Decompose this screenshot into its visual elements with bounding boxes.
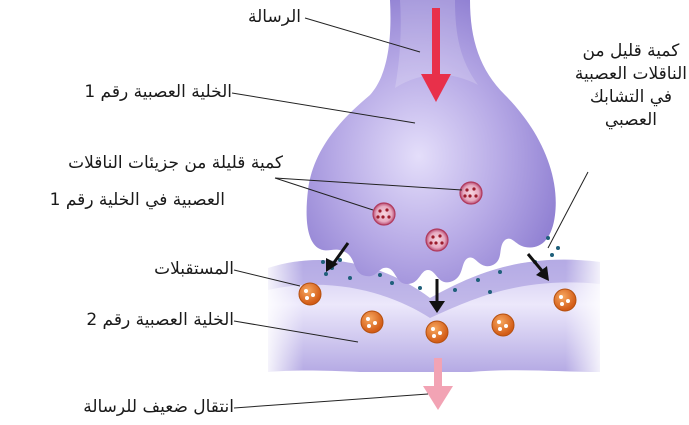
label-cleft-transmitters: كمية قليل من الناقلات العصبية في التشابك… <box>575 40 687 132</box>
receptor <box>492 314 514 336</box>
label-neuron-2: الخلية العصبية رقم 2 <box>86 309 234 332</box>
receptor <box>426 321 448 343</box>
label-message: الرسالة <box>248 6 301 29</box>
vesicle <box>373 203 395 225</box>
vesicle <box>460 182 482 204</box>
label-weak-transfer: انتقال ضعيف للرسالة <box>83 396 234 419</box>
receptor <box>361 311 383 333</box>
receptor <box>299 283 321 305</box>
label-vesicles-line1: كمية قليلة من جزيئات الناقلات <box>50 152 283 175</box>
label-vesicles: كمية قليلة من جزيئات الناقلات العصبية في… <box>50 152 283 212</box>
label-cleft-line3: في التشابك <box>575 86 687 109</box>
label-cleft-line1: كمية قليل من <box>575 40 687 63</box>
label-cleft-line4: العصبي <box>575 109 687 132</box>
label-vesicles-line2: العصبية في الخلية رقم 1 <box>50 189 225 212</box>
receptor <box>554 289 576 311</box>
label-cleft-line2: الناقلات العصبية <box>575 63 687 86</box>
label-neuron-1: الخلية العصبية رقم 1 <box>84 81 232 104</box>
label-receptors: المستقبلات <box>154 258 234 281</box>
vesicle <box>426 229 448 251</box>
